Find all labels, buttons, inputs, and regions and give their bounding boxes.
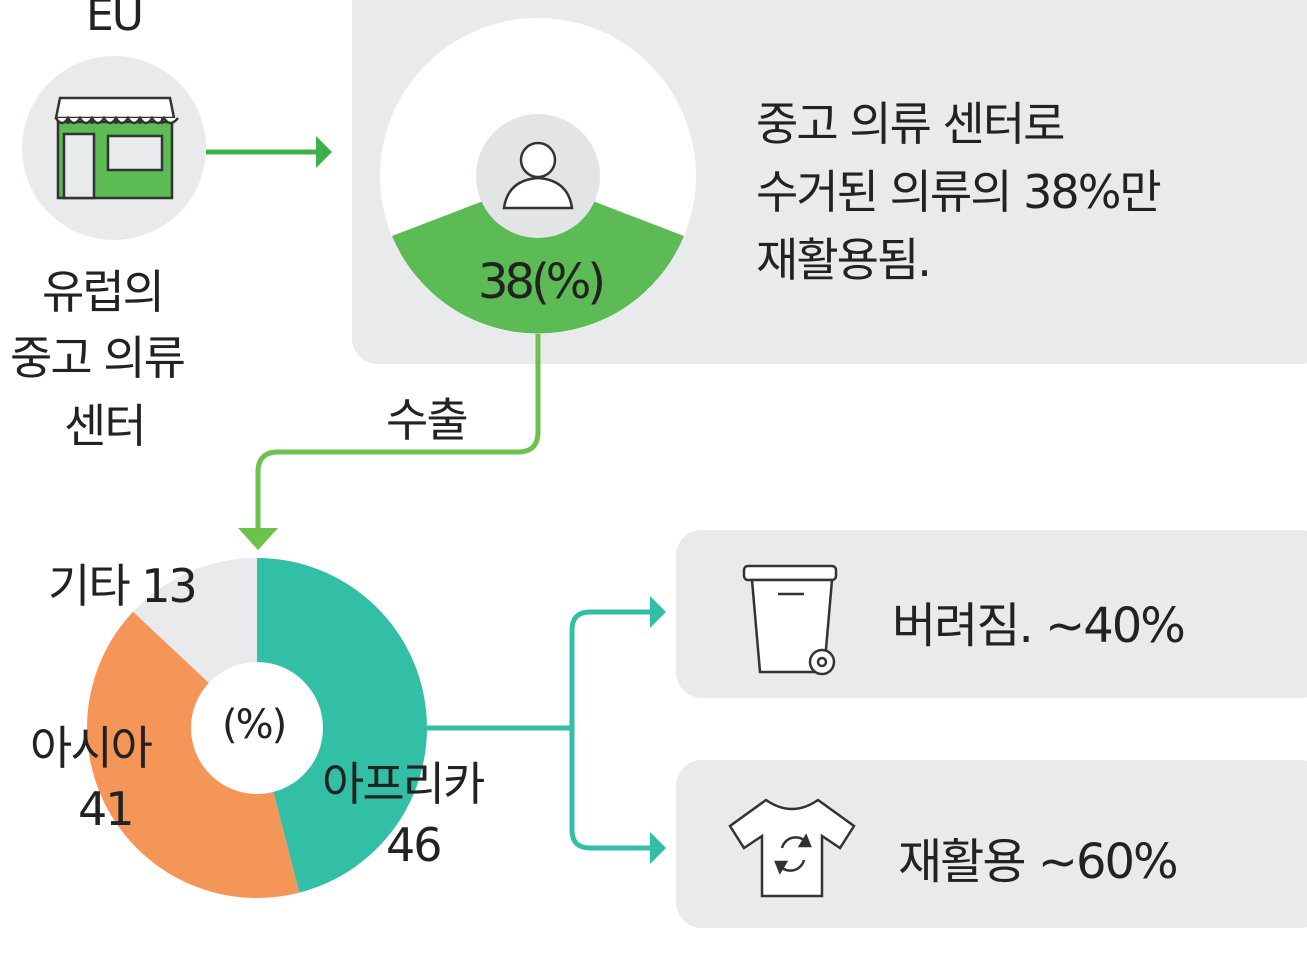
slice-label-other: 기타 13 [48,550,198,616]
origin-label-line-2: 중고 의류 [10,331,186,385]
origin-label-line-1: 유럽의 [42,265,165,319]
donut-slice-asia [87,611,300,898]
store-icon [54,96,179,200]
recycle-rate-value: 38(%) [478,254,606,310]
outcome-discarded-text: 버려짐. ~40% [892,598,1186,654]
region-label: EU [86,0,144,41]
slice-label-asia-name: 아시아 [30,721,153,775]
person-icon [502,141,574,210]
slice-label-other-value: 13 [141,559,198,613]
donut-slice-africa [257,558,427,893]
trash-bin-icon [742,564,838,676]
slice-label-other-name: 기타 [48,559,131,613]
slice-label-africa-value: 46 [386,818,443,872]
recycle-description-line-3: 재활용됨. [756,233,932,287]
donut-center-label: (%) [222,702,287,748]
recycle-description-line-1: 중고 의류 센터로 [756,97,1065,151]
slice-label-africa-name: 아프리카 [322,757,485,811]
arrow-outcomes [424,596,666,864]
recycle-description-line-2: 수거된 의류의 38%만 [756,165,1162,219]
export-label: 수출 [386,393,469,447]
donut-hole [191,662,323,794]
arrow-export [238,334,541,550]
slice-label-asia-value: 41 [78,782,135,836]
arrow-store-to-panel [206,136,332,168]
outcome-recycled-text: 재활용 ~60% [898,834,1179,890]
tshirt-recycle-icon [728,798,856,898]
origin-label-line-3: 센터 [64,399,147,453]
store-circle [22,56,206,240]
